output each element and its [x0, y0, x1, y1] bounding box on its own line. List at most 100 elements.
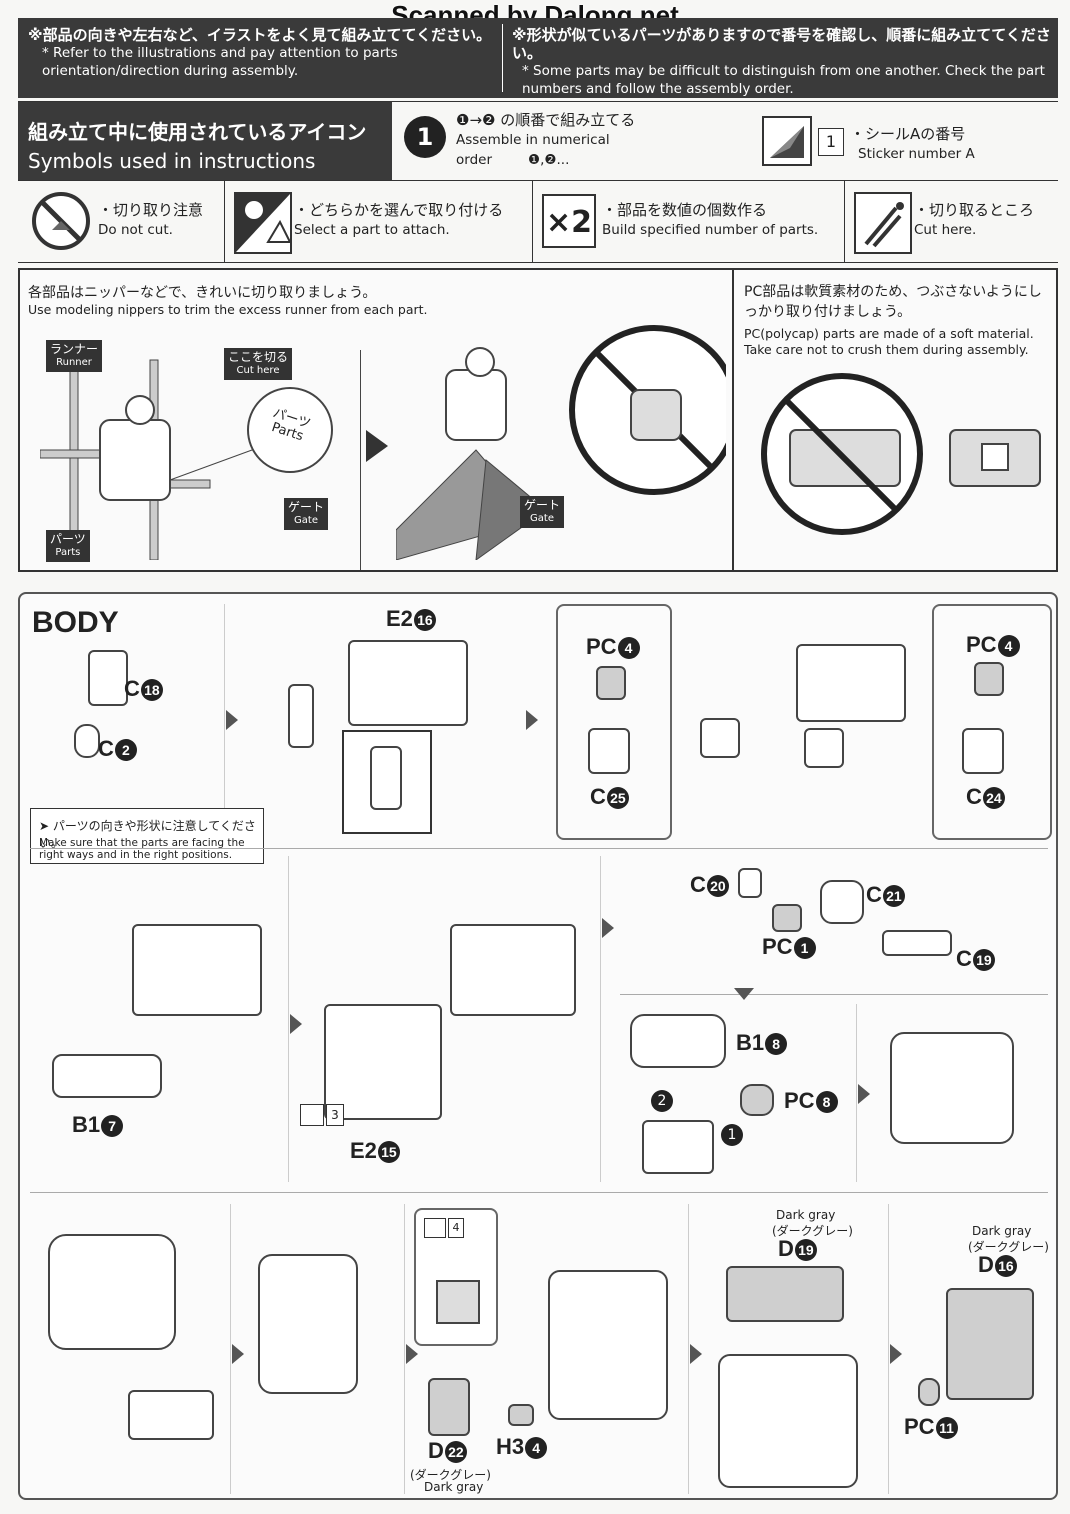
sticker-text: ・シールAの番号 Sticker number A	[850, 124, 975, 164]
cut-here-tag-en: Cut here	[236, 365, 280, 376]
symbols-header: 組み立て中に使用されているアイコン Symbols used in instru…	[18, 102, 392, 180]
part-pc4-a	[596, 666, 626, 700]
cut-here-jp: ・切り取るところ	[914, 201, 1035, 219]
order-tail: ❶,❷...	[528, 152, 570, 168]
runner-en: Runner	[56, 357, 92, 368]
sticker-jp: ・シールAの番号	[850, 125, 966, 143]
part-c2	[74, 724, 100, 758]
pc-note-jp: PC部品は軟質素材のため、つぶさないようにしっかり取り付けましょう。	[744, 284, 1042, 320]
gate-en-2: Gate	[530, 513, 554, 524]
part-body-frame-3	[450, 924, 576, 1016]
header-right-en: * Some parts may be difficult to disting…	[522, 63, 1045, 97]
part-shoulder-rotated	[890, 1032, 1014, 1144]
step-arrow	[290, 1014, 302, 1034]
do-not-cut-jp: ・切り取り注意	[98, 201, 204, 219]
cutting-intro-jp: 各部品はニッパーなどで、きれいに切り取りましょう。	[28, 285, 377, 301]
cutting-intro-en: Use modeling nippers to trim the excess …	[28, 302, 428, 317]
part-torso-side	[258, 1254, 358, 1394]
order-jp: の順番で組み立てる	[500, 111, 636, 129]
header-left-jp: ※部品の向きや左右など、イラストをよく見て組み立ててください。	[28, 26, 492, 44]
part-pc11	[918, 1378, 940, 1406]
sticker-icon	[762, 116, 812, 166]
part-c19	[882, 930, 952, 956]
header-right-jp: ※形状が似ているパーツがありますので番号を確認し、順番に組み立ててください。	[512, 26, 1051, 62]
polycap-illustration	[761, 373, 1041, 535]
symbols-title-en: Symbols used in instructions	[28, 149, 316, 173]
note-en: Make sure that the parts are facing the …	[39, 837, 245, 861]
sticker-number-4: 4	[448, 1218, 464, 1238]
part-pc8	[740, 1084, 774, 1116]
step-arrow	[602, 918, 614, 938]
part-shoulder-assembly	[642, 1120, 714, 1174]
part-torso-final	[718, 1354, 858, 1488]
part-c24-placed	[804, 728, 844, 768]
step-2-badge: 2	[651, 1090, 673, 1112]
part-body-frame	[796, 644, 906, 722]
part-c24	[962, 728, 1004, 774]
d19-dark-gray-jp: (ダークグレー)	[772, 1224, 853, 1238]
part-c21	[820, 880, 864, 924]
pc-note-en: PC(polycap) parts are made of a soft mat…	[744, 326, 1034, 357]
part-b1-7	[52, 1054, 162, 1098]
runner-jp: ランナー	[50, 342, 99, 356]
down-arrow	[734, 988, 754, 1000]
d22-dark-gray-en: Dark gray	[424, 1480, 484, 1494]
part-body-frame-2	[132, 924, 262, 1016]
do-not-cut-text: ・切り取り注意 Do not cut.	[98, 200, 203, 240]
part-e2-16	[348, 640, 468, 726]
d16-dark-gray-en: Dark gray	[972, 1224, 1032, 1238]
cut-here-tag-jp: ここを切る	[228, 350, 289, 364]
do-not-cut-en: Do not cut.	[98, 222, 173, 238]
order-step-icon: 1	[404, 116, 446, 158]
part-d19	[726, 1266, 844, 1322]
part-h3-4	[508, 1404, 534, 1426]
d19-dark-gray-en: Dark gray	[776, 1208, 836, 1222]
step-arrow	[858, 1084, 870, 1104]
part-hip-block	[128, 1390, 214, 1440]
step-arrow	[226, 710, 238, 730]
order-seq: ❶→❷	[456, 111, 496, 129]
order-en: Assemble in numerical order	[456, 132, 610, 168]
gate-en: Gate	[294, 515, 318, 526]
step-arrow	[526, 710, 538, 730]
part-pc1	[772, 904, 802, 932]
select-part-icon	[234, 192, 292, 254]
orientation-note: ➤ パーツの向きや形状に注意してください。 Make sure that the…	[30, 808, 264, 864]
step-1-badge: 1	[721, 1124, 743, 1146]
part-torso-assembled	[548, 1270, 668, 1420]
sub-assembly-right	[932, 604, 1052, 840]
cut-here-icon	[854, 192, 912, 254]
do-not-cut-icon	[30, 190, 92, 252]
part-c25	[588, 728, 630, 774]
part-c18	[88, 650, 128, 706]
cut-here-text: ・切り取るところ Cut here.	[914, 200, 1034, 240]
part-d16	[946, 1288, 1034, 1400]
sub-assembly-left	[556, 604, 672, 840]
part-c18-assembled	[288, 684, 314, 748]
part-c25-placed	[700, 718, 740, 758]
gate-jp: ゲート	[288, 500, 325, 514]
detail-zoom-box	[342, 730, 432, 834]
multiply-en: Build specified number of parts.	[602, 222, 819, 238]
parts-en: Parts	[55, 547, 81, 558]
symbols-legend: 組み立て中に使用されているアイコン Symbols used in instru…	[18, 101, 1058, 263]
